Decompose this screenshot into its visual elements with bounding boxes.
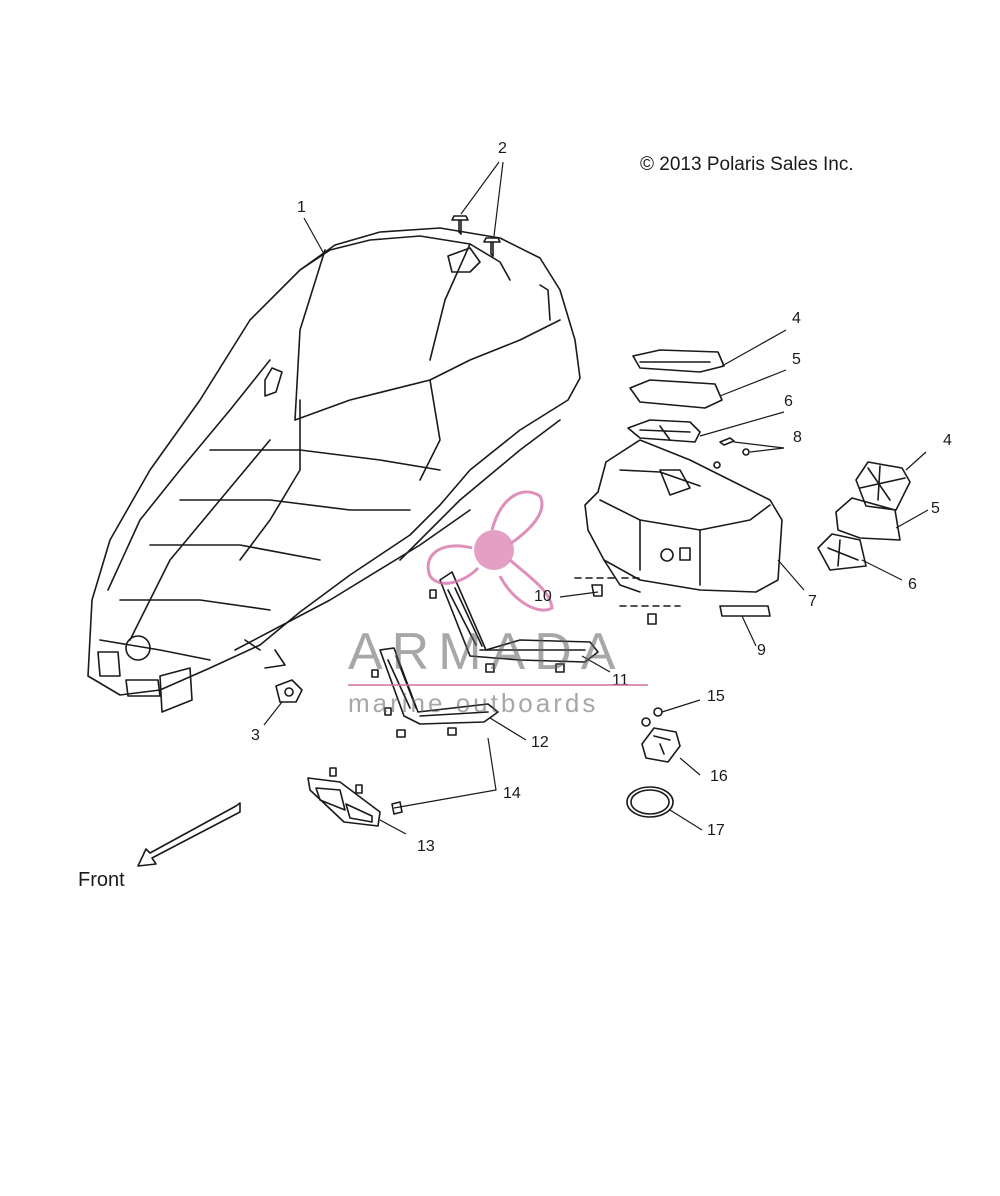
part-filter-stack-top [627,349,725,443]
watermark-propeller [426,490,554,612]
part-bracket-16 [641,727,681,763]
part-ring-17 [626,786,674,818]
callout-6b: 6 [908,576,917,593]
callout-17: 17 [707,822,725,839]
callout-4: 4 [792,310,801,327]
callout-14: 14 [503,785,521,802]
watermark-title: ARMADA [348,623,625,681]
callout-5: 5 [792,351,801,368]
part-airbox [584,439,783,593]
callout-8: 8 [793,429,802,446]
callout-5b: 5 [931,500,940,517]
callout-4b: 4 [943,432,952,449]
part-screws [451,215,501,257]
callout-10: 10 [534,588,552,605]
part-hood-body [87,227,581,713]
part-strip [719,605,771,617]
watermark-subtitle: marine outboards [348,688,599,718]
callout-15: 15 [707,688,725,705]
callout-16: 16 [710,768,728,785]
part-vent-11 [429,571,599,673]
part-nuts-15 [641,707,663,727]
callout-3: 3 [251,727,260,744]
callout-13: 13 [417,838,435,855]
part-filter-stack-right [817,461,911,571]
part-clip [275,679,303,703]
watermark-divider [348,684,648,686]
callout-1: 1 [297,199,306,216]
callout-7: 7 [808,593,817,610]
callout-2: 2 [498,140,507,157]
front-label: Front [78,869,125,891]
part-clips-10 [574,577,681,625]
leader-lines [263,161,929,835]
copyright-notice: © 2013 Polaris Sales Inc. [640,154,854,175]
callout-9: 9 [757,642,766,659]
front-arrow [137,802,241,867]
part-small-screws [713,437,750,469]
callout-12: 12 [531,734,549,751]
part-clip-14 [391,801,403,815]
part-grille-13 [307,767,381,827]
callout-6: 6 [784,393,793,410]
